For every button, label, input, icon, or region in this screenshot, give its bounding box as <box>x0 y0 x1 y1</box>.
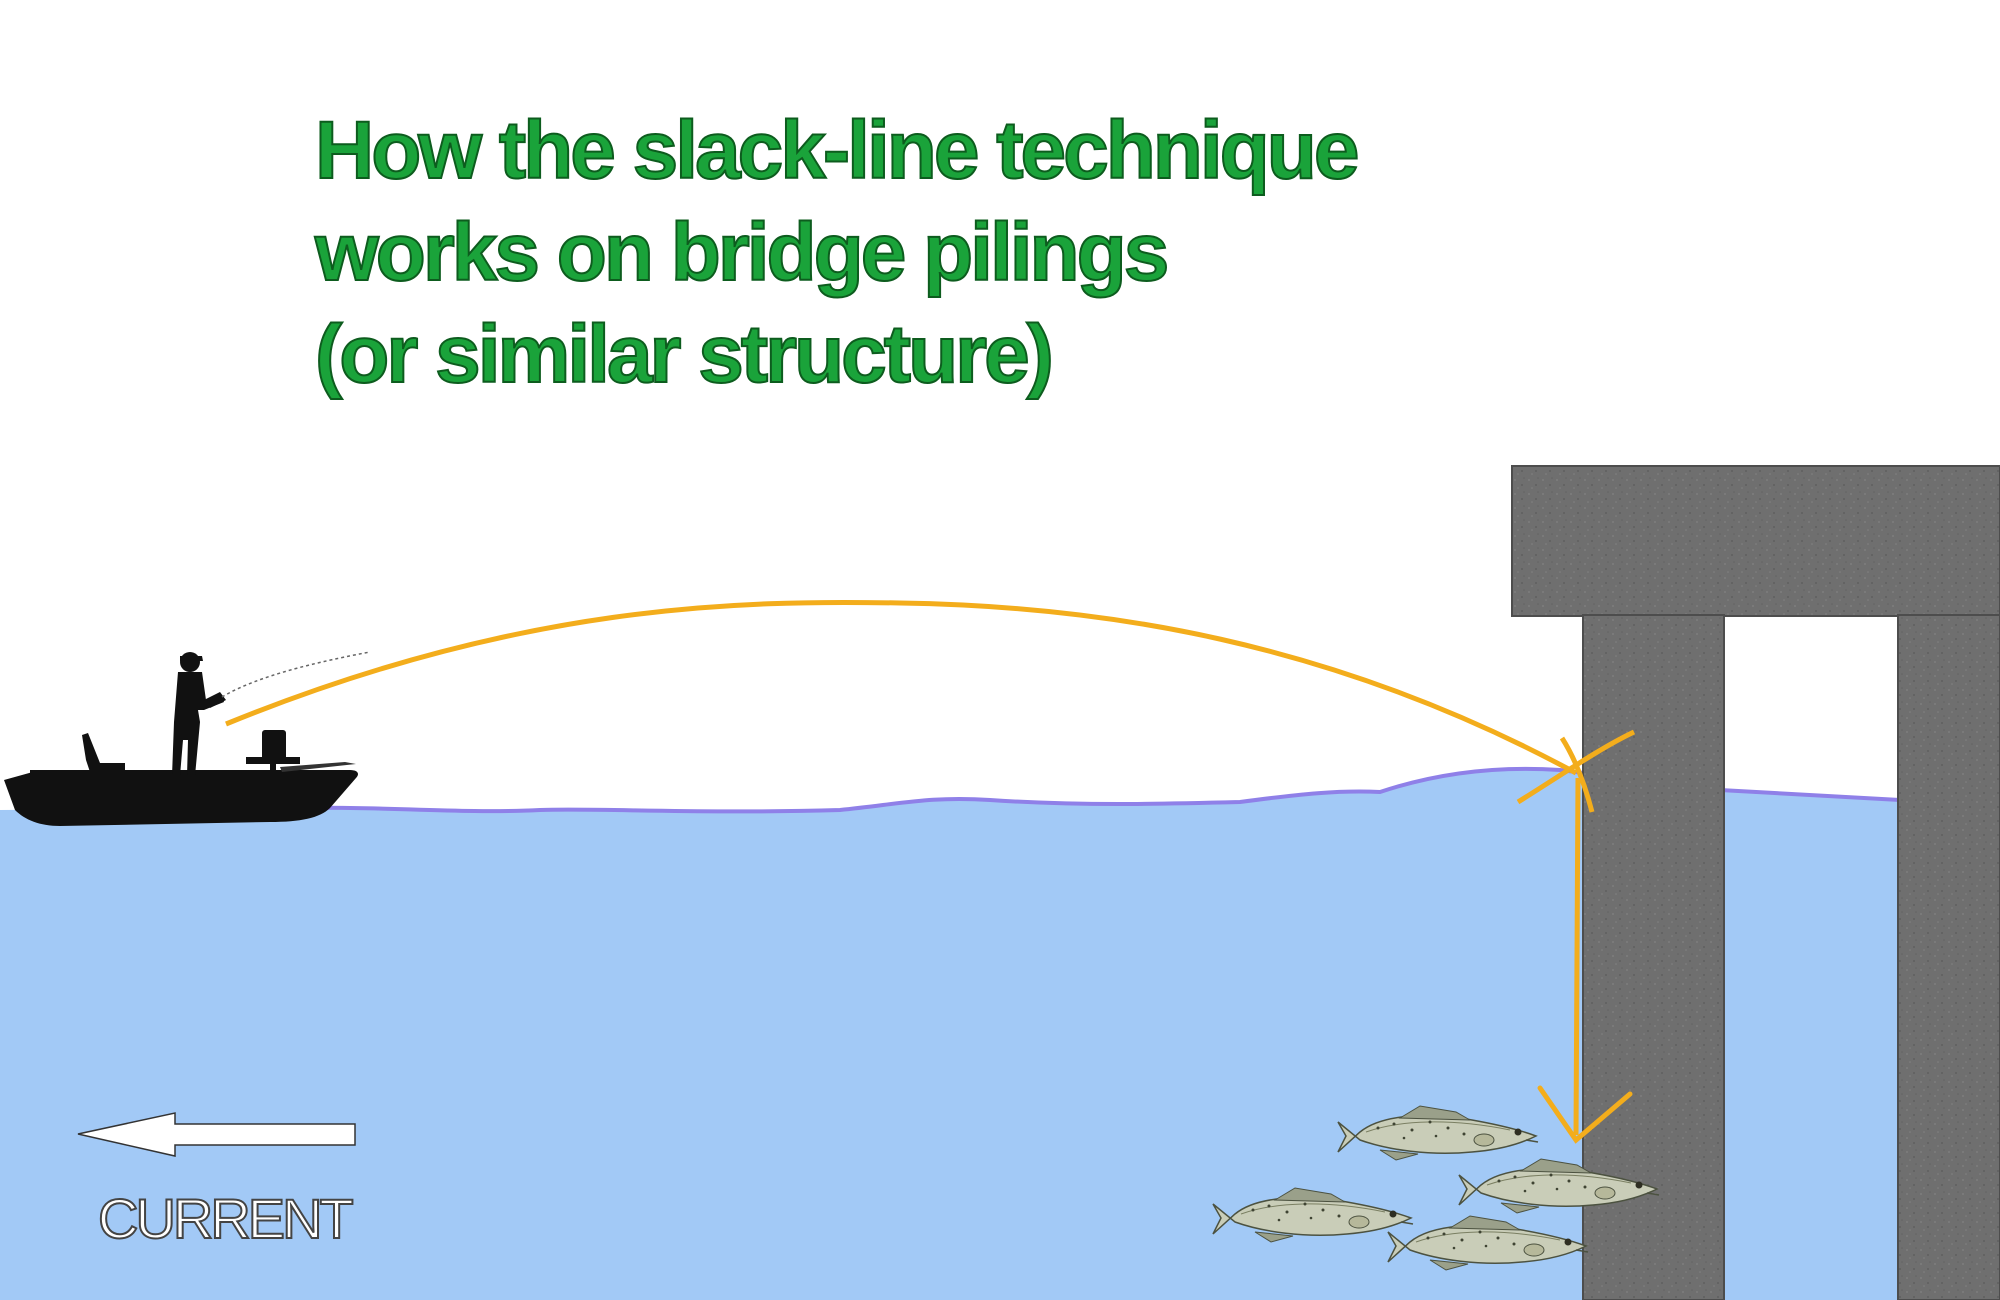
diagram-title: How the slack-line technique works on br… <box>314 100 1360 406</box>
water-surface <box>299 766 2000 814</box>
water <box>0 768 2000 1300</box>
hit-mark-a <box>1516 729 1636 805</box>
fishing-rod <box>221 651 371 698</box>
title-line-1: How the slack-line technique <box>314 104 1360 197</box>
bridge-piling-back <box>1897 614 2000 1300</box>
bridge-piling-front <box>1582 614 1725 1300</box>
drop-arrowhead <box>1537 1085 1633 1144</box>
arrow-left-icon <box>77 1112 356 1157</box>
hit-mark-b <box>1559 736 1595 813</box>
cast-arc <box>225 599 1578 776</box>
boat-angler-silhouette-icon <box>4 652 358 826</box>
title-line-3: (or similar structure) <box>314 308 1055 401</box>
drop-line <box>1573 777 1581 1136</box>
bridge-deck <box>1511 465 2000 617</box>
current-label: CURRENT <box>97 1186 355 1251</box>
title-line-2: works on bridge pilings <box>314 206 1170 299</box>
